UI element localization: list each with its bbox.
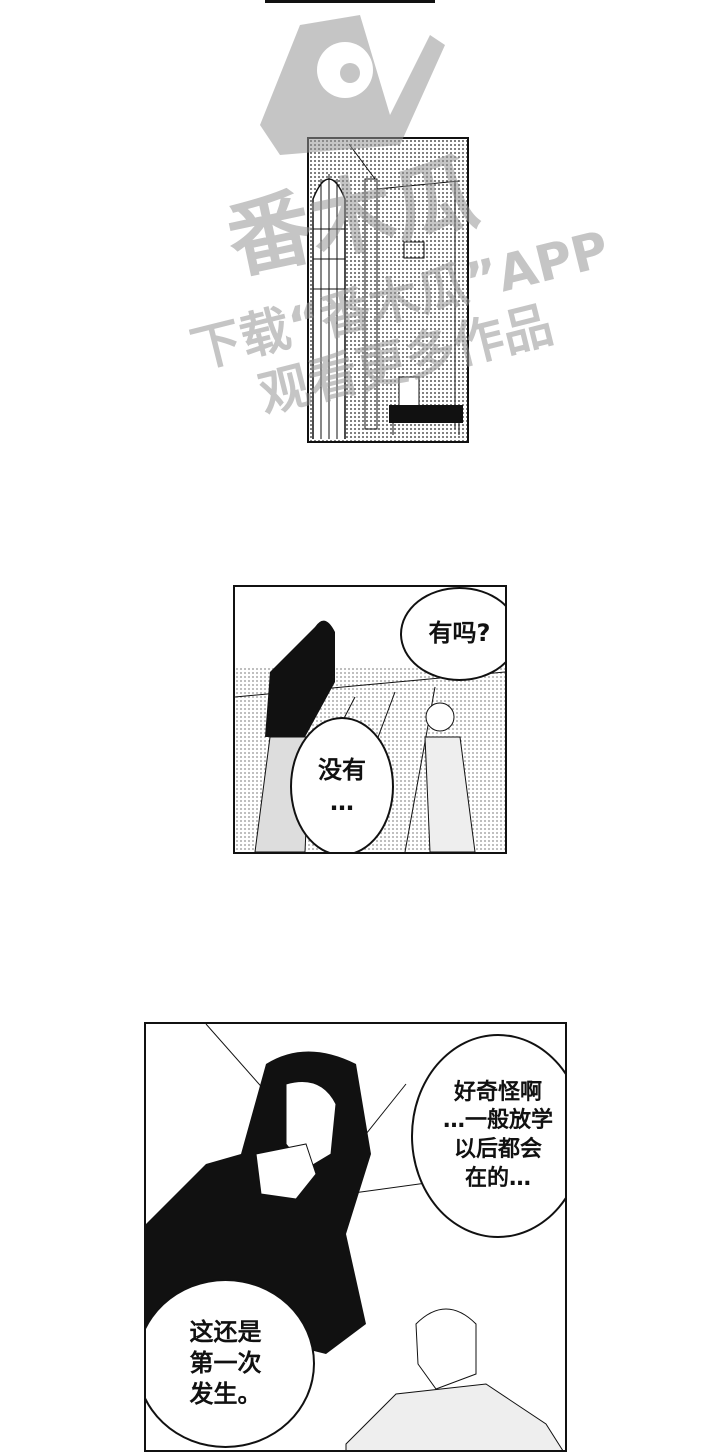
panel-hall-piano: [307, 137, 469, 443]
speech-text: 有吗?: [428, 619, 491, 648]
speech-bubble-top: 有吗?: [400, 587, 505, 681]
speech-text-line: 发生。: [189, 1380, 262, 1409]
speech-text-line: …一般放学: [442, 1108, 553, 1134]
panel-two-characters: 有吗? 没有 …: [233, 585, 507, 854]
speech-bubble-bottom: 没有 …: [290, 717, 394, 852]
hall-illustration: [312, 143, 463, 439]
speech-text-line: 这还是: [189, 1317, 262, 1346]
panel-conversation: 好奇怪啊 …一般放学 以后都会 在的… 这还是 第一次 发生。: [144, 1022, 567, 1452]
speech-text-line: 第一次: [189, 1348, 262, 1377]
speech-text-line: 在的…: [464, 1165, 531, 1191]
speech-text-line: …: [330, 787, 354, 816]
speech-text-line: 以后都会: [453, 1137, 542, 1162]
top-bar: [265, 0, 435, 3]
watermark-mascot-logo: [260, 15, 445, 155]
speech-text-line: 没有: [318, 756, 366, 785]
characters-illustration: [146, 1024, 565, 1450]
speech-text-line: 好奇怪啊: [453, 1079, 542, 1105]
speech-bubble-right: 好奇怪啊 …一般放学 以后都会 在的…: [411, 1034, 565, 1238]
speech-bubble-left: 这还是 第一次 发生。: [146, 1279, 315, 1448]
